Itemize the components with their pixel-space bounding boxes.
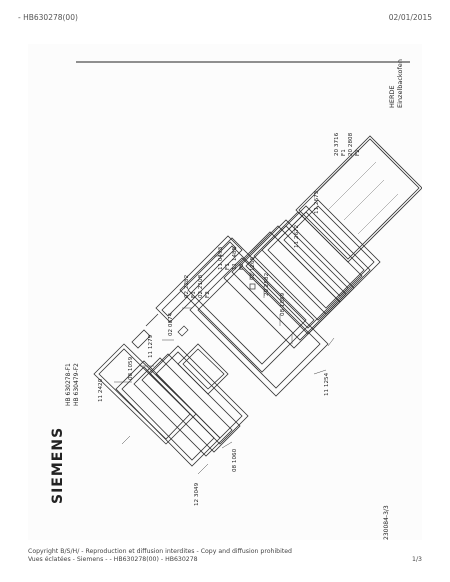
handle-bracket [145,313,159,327]
glass-panel [133,357,233,457]
leader-line [197,463,209,475]
leader-line [327,337,335,347]
outer-door-glass-inner [298,138,420,260]
small-part [249,283,256,290]
glass-panel-inner [283,205,375,297]
glass-panel [277,199,381,303]
model-f2: HB 630479-F2 [73,363,80,406]
part-label: 11 1254 [324,372,330,396]
part-label: F1 [191,291,197,298]
footer-copyright: Copyright B/S/H/ - Reproduction et diffu… [28,548,292,555]
door-frame [179,237,315,373]
door-outer-panel [189,257,329,397]
part-label: 02 2282 [184,275,190,298]
leader-line [221,441,233,449]
glass-panel [141,353,241,453]
part-label: 11 0493 [218,246,224,270]
part-label: 11 2673 [314,190,320,214]
frame-part-inner [182,348,225,390]
leader-line [313,369,327,375]
part-label: 08 1059 [280,292,286,316]
glass-panel [149,345,249,445]
part-label: 02 0874 [168,312,174,336]
glass-panel [253,211,363,321]
door-handle-inner [161,241,237,317]
part-label: 02 1265 [250,256,256,280]
handle-bracket [131,329,151,349]
glass-reflection [327,161,377,211]
header-document-id: - HB630278(00) [18,13,78,22]
glass-reflection [357,193,399,235]
glass-reflection [343,179,385,221]
part-label: F2 [239,263,245,270]
header-date: 02/01/2015 [388,13,432,22]
small-part [177,325,189,337]
brand-logo: SIEMENS [50,427,66,504]
part-label: 02 2108 [198,274,204,298]
part-label: F2 [205,291,211,298]
part-label: 20 3716 [334,132,340,156]
part-label: 08 1059 [128,356,134,380]
title-product: Einzelbackofen [396,59,404,108]
part-label: 11 1279 [148,334,154,358]
frame-part [93,343,197,445]
page-number: 1/3 [412,556,422,563]
exploded-view-diagram: SIEMENS HB 630278-F1 HB 630479-F2 HERDE … [50,59,423,540]
exploded-view-sheet: SIEMENS HB 630278-F1 HB 630479-F2 HERDE … [28,44,423,540]
footer-source: Vues éclatées - Siemens - - HB630278(00)… [28,556,198,563]
glass-reflection [313,149,359,195]
door-handle [155,235,243,323]
title-category: HERDE [388,85,396,108]
part-label: 20 2582 [264,273,270,296]
door-outer-panel-inner [197,265,321,389]
part-label: 11 1485 [232,246,238,270]
part-label: F1 [341,149,347,156]
part-label: 11 2420 [98,378,104,402]
part-label: 20 2808 [348,132,354,156]
frame-part [177,343,229,395]
glass-panel-inner [155,351,243,439]
part-label: 08 1060 [232,448,238,472]
doc-number: 230084-3/3 [383,505,390,540]
part-label: 12 3049 [194,482,200,506]
part-label: F2 [355,149,361,156]
door-frame-inner [187,245,307,365]
leader-line [121,435,131,445]
glass-panel [261,205,371,315]
part-label: 11 2672 [294,225,300,248]
model-f1: HB 630278-F1 [65,363,72,406]
part-label: F1 [225,263,231,270]
